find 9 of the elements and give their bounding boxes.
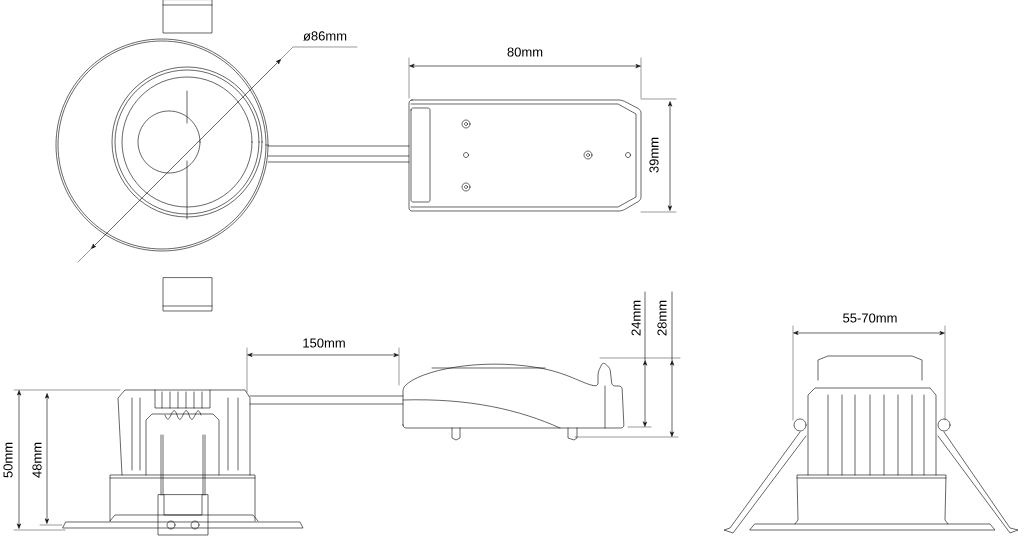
dimension-label: 55-70mm: [843, 313, 897, 323]
dimension-label: 80mm: [507, 47, 543, 57]
dimension-label: 50mm: [3, 442, 13, 478]
dimension-label: 24mm: [631, 300, 641, 336]
dimension-label: 48mm: [32, 442, 42, 478]
dimension-label: ø86mm: [303, 31, 347, 41]
dimension-label: 150mm: [303, 338, 345, 348]
dimension-label: 39mm: [649, 137, 659, 173]
dimension-label: 28mm: [657, 300, 667, 336]
